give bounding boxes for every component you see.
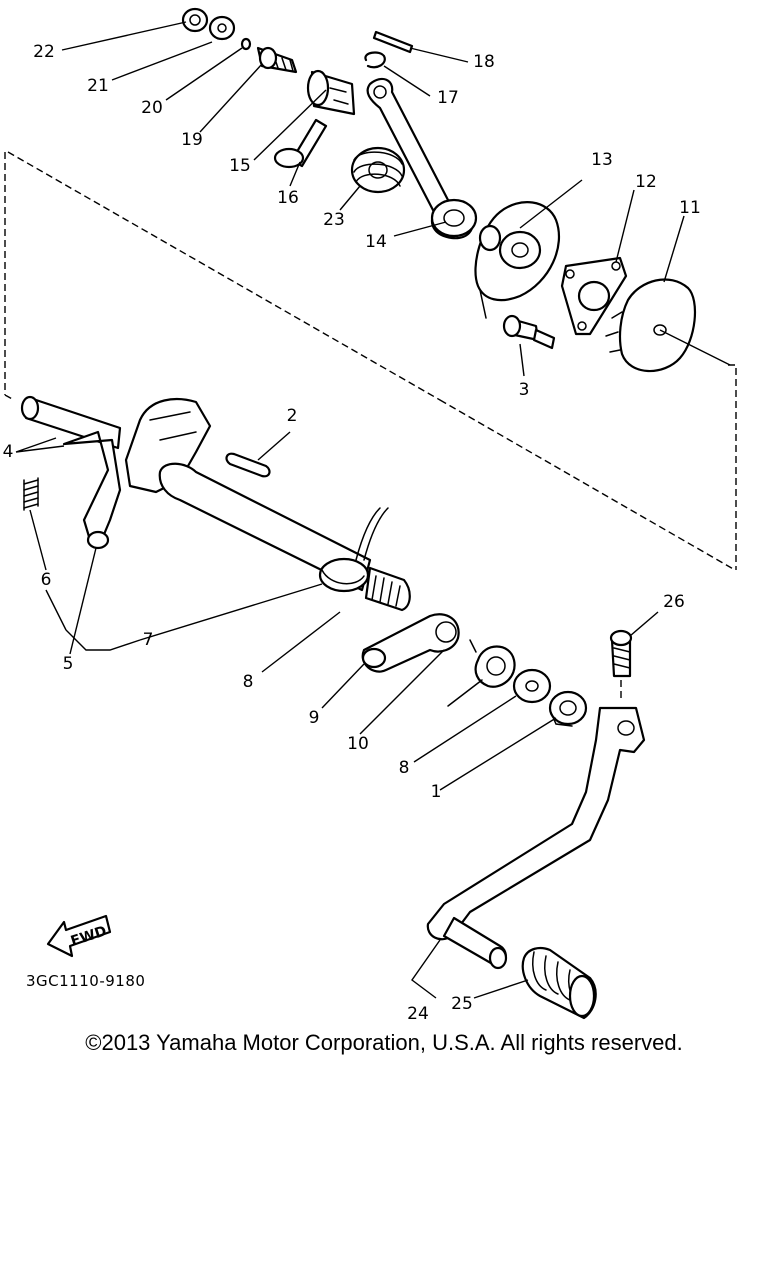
part-22-nut bbox=[181, 7, 209, 33]
part-17-clip bbox=[364, 51, 386, 69]
part-11-cover-plate bbox=[605, 278, 731, 373]
callout-2: 2 bbox=[287, 406, 298, 426]
callout-5: 5 bbox=[63, 654, 74, 674]
part-10-spring bbox=[447, 639, 516, 707]
part-8-washer-right bbox=[512, 668, 552, 704]
callout-8: 8 bbox=[243, 672, 254, 692]
callout-17: 17 bbox=[437, 88, 459, 108]
callout-13: 13 bbox=[591, 150, 613, 170]
callout-labels: 22 21 20 19 15 16 23 14 18 17 13 12 11 3… bbox=[3, 42, 701, 1020]
part-3-bolt bbox=[502, 314, 556, 350]
callout-8b: 8 bbox=[399, 758, 410, 778]
part-14-shift-arm bbox=[366, 77, 478, 240]
part-12-stopper-plate bbox=[560, 256, 628, 336]
callout-15: 15 bbox=[229, 156, 251, 176]
callout-23: 23 bbox=[323, 210, 345, 230]
callout-7: 7 bbox=[143, 630, 154, 650]
callout-18: 18 bbox=[473, 52, 495, 72]
part-15-joint bbox=[306, 69, 356, 116]
leader-lines bbox=[15, 21, 685, 999]
callout-21: 21 bbox=[87, 76, 109, 96]
part-6-spring bbox=[23, 477, 39, 511]
callout-6: 6 bbox=[41, 570, 52, 590]
callout-20: 20 bbox=[141, 98, 163, 118]
part-7-shift-shaft bbox=[158, 462, 411, 612]
diagram-code: 3GC1110-9180 bbox=[26, 972, 145, 990]
part-16-pin bbox=[273, 118, 328, 169]
callout-22: 22 bbox=[33, 42, 55, 62]
callout-14: 14 bbox=[365, 232, 387, 252]
part-24-shift-pedal bbox=[426, 706, 646, 970]
callout-11: 11 bbox=[679, 198, 701, 218]
part-19-bolt bbox=[256, 46, 298, 74]
callout-26: 26 bbox=[663, 592, 685, 612]
part-26-bolt bbox=[609, 629, 633, 700]
callout-3: 3 bbox=[519, 380, 530, 400]
fwd-arrow-icon: FWD bbox=[46, 914, 112, 958]
part-9-arm bbox=[361, 613, 460, 673]
callout-4: 4 bbox=[3, 442, 14, 462]
callout-1: 1 bbox=[431, 782, 442, 802]
callout-19: 19 bbox=[181, 130, 203, 150]
callout-16: 16 bbox=[277, 188, 299, 208]
part-1-oil-seal bbox=[548, 690, 588, 727]
copyright-notice: ©2013 Yamaha Motor Corporation, U.S.A. A… bbox=[85, 1030, 683, 1055]
part-21-washer bbox=[208, 15, 236, 41]
callout-12: 12 bbox=[635, 172, 657, 192]
part-13-segment bbox=[474, 201, 561, 319]
part-4-shift-lever-assembly bbox=[20, 395, 212, 550]
callout-25: 25 bbox=[451, 994, 473, 1014]
callout-9: 9 bbox=[309, 708, 320, 728]
part-18-cotter-pin bbox=[372, 30, 414, 54]
callout-24: 24 bbox=[407, 1004, 429, 1020]
part-23-spring bbox=[350, 146, 406, 194]
exploded-parts-diagram: FWD 22 21 20 19 15 bbox=[3, 7, 737, 1020]
assembly-boundary bbox=[4, 151, 737, 571]
part-2-pin bbox=[225, 452, 271, 478]
part-25-pedal-rubber bbox=[521, 947, 597, 1020]
part-20-o-ring bbox=[240, 37, 252, 51]
callout-10: 10 bbox=[347, 734, 369, 754]
